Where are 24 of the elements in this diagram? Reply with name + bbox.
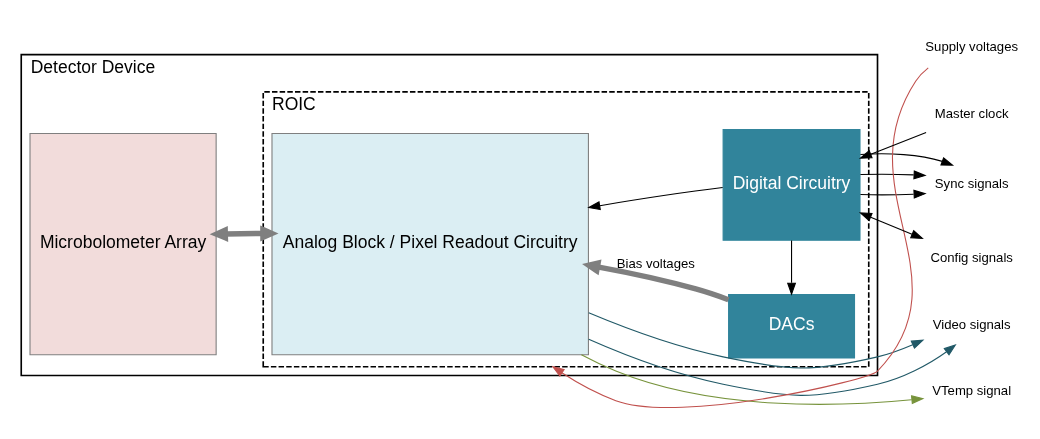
edge-label: Bias voltages [616,255,695,271]
arrow [209,224,279,242]
arrow [859,152,955,166]
node-box: Microbolometer Array [29,132,217,355]
node-box: Analog Block / Pixel Readout Circuitry [271,132,589,355]
node-text: Master clock [934,105,1009,121]
arrow [859,169,927,179]
node-text: Video signals [932,316,1011,332]
arrow [582,259,730,302]
node-box: Digital Circuitry [722,128,861,241]
node-box: DACs [728,293,856,358]
arrow [858,131,927,159]
node-text: VTemp signal [932,382,1012,398]
arrow [588,311,925,368]
arrow [551,66,929,408]
arrow [587,186,724,210]
arrow [580,353,925,405]
arrow [858,211,924,239]
arrow [786,239,797,296]
node-text: Sync signals [934,175,1009,191]
arrow [588,338,957,396]
node-text: Config signals [930,249,1013,265]
arrow [859,189,927,199]
node-text: Supply voltages [925,38,1019,54]
